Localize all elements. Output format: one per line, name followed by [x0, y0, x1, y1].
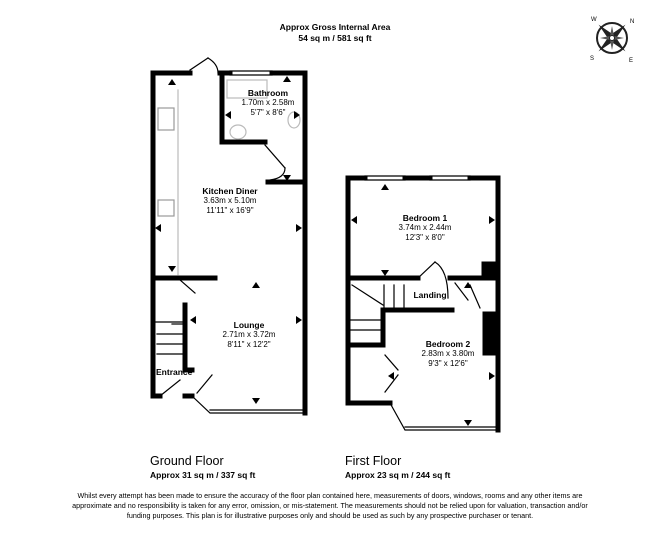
- floor-area: Approx 31 sq m / 337 sq ft: [150, 470, 256, 480]
- room-name: Lounge: [233, 320, 265, 330]
- measurement-markers: [155, 76, 495, 426]
- room-lounge: Lounge 2.71m x 3.72m 8'11" x 12'2": [204, 320, 294, 350]
- room-metric: 1.70m x 2.58m: [241, 98, 295, 107]
- room-imperial: 12'3" x 8'0": [405, 233, 445, 242]
- room-name: Bathroom: [247, 88, 289, 98]
- room-metric: 3.63m x 5.10m: [203, 196, 257, 205]
- room-imperial: 8'11" x 12'2": [227, 340, 271, 349]
- room-bathroom: Bathroom 1.70m x 2.58m 5'7" x 8'6": [228, 88, 308, 118]
- room-metric: 3.74m x 2.44m: [398, 223, 452, 232]
- ground-floor-plan: [150, 57, 308, 416]
- room-name: Landing: [413, 290, 447, 300]
- first-floor-plan: [345, 175, 501, 433]
- first-floor-caption: First Floor Approx 23 sq m / 244 sq ft: [345, 454, 450, 480]
- floor-title: Ground Floor: [150, 454, 224, 468]
- room-imperial: 11'11" x 16'9": [206, 206, 254, 215]
- room-landing: Landing: [405, 290, 455, 300]
- compass-w: W: [591, 17, 597, 23]
- floor-area: Approx 23 sq m / 244 sq ft: [345, 470, 451, 480]
- disclaimer-text: Whilst every attempt has been made to en…: [72, 491, 588, 520]
- compass-rose-icon: W N S E: [590, 17, 634, 64]
- room-name: Kitchen Diner: [202, 186, 258, 196]
- compass-n: N: [630, 19, 634, 25]
- room-bedroom-1: Bedroom 1 3.74m x 2.44m 12'3" x 8'0": [375, 213, 475, 243]
- gross-area-title: Approx Gross Internal Area: [279, 22, 391, 32]
- room-metric: 2.71m x 3.72m: [222, 330, 276, 339]
- room-name: Entrance: [156, 367, 193, 377]
- room-kitchen-diner: Kitchen Diner 3.63m x 5.10m 11'11" x 16'…: [180, 186, 280, 216]
- compass-s: S: [590, 56, 594, 62]
- room-entrance: Entrance: [156, 367, 202, 377]
- room-bedroom-2: Bedroom 2 2.83m x 3.80m 9'3" x 12'6": [398, 339, 498, 369]
- floor-title: First Floor: [345, 454, 402, 468]
- room-imperial: 5'7" x 8'6": [250, 108, 286, 117]
- room-name: Bedroom 1: [402, 213, 448, 223]
- room-metric: 2.83m x 3.80m: [421, 349, 475, 358]
- ground-floor-caption: Ground Floor Approx 31 sq m / 337 sq ft: [150, 454, 255, 480]
- room-name: Bedroom 2: [425, 339, 471, 349]
- room-imperial: 9'3" x 12'6": [428, 359, 468, 368]
- gross-area-header: Approx Gross Internal Area 54 sq m / 581…: [200, 22, 470, 44]
- gross-area-value: 54 sq m / 581 sq ft: [298, 33, 372, 43]
- compass-e: E: [629, 58, 633, 64]
